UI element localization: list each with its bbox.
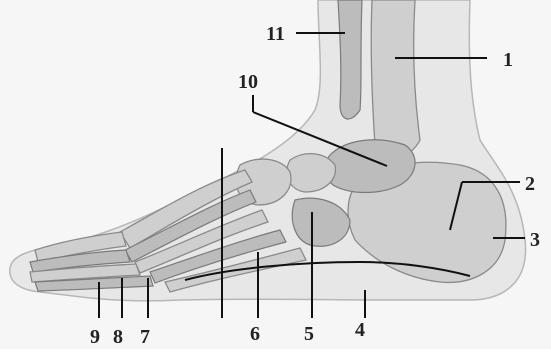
fibula-bone — [338, 0, 362, 119]
label-8: 8 — [113, 326, 123, 348]
tibia-bone — [371, 0, 420, 158]
label-3: 3 — [530, 229, 540, 251]
label-5: 5 — [304, 323, 314, 345]
label-1: 1 — [503, 49, 513, 71]
label-6: 6 — [250, 323, 260, 345]
label-9: 9 — [90, 326, 100, 348]
label-2: 2 — [525, 173, 535, 195]
label-11: 11 — [266, 23, 285, 45]
label-10: 10 — [238, 71, 258, 93]
label-7: 7 — [140, 326, 150, 348]
label-4: 4 — [355, 319, 365, 341]
